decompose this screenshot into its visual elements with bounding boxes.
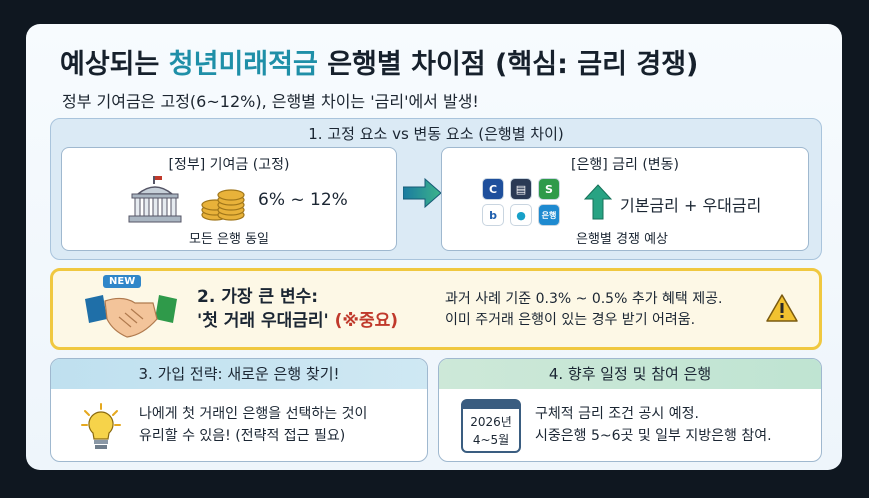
government-contribution-box: [정부] 기여금 (고정) 6% ~ 12% 모든 은행 동일 — [61, 147, 397, 251]
gold-coins-icon — [201, 189, 245, 221]
section4-line2: 시중은행 5~6곳 및 일부 지방은행 참여. — [535, 428, 772, 444]
section3-heading: 3. 가입 전략: 새로운 은행 찾기! — [51, 359, 427, 389]
section3-line2: 유리할 수 있음! (전략적 접근 필요) — [139, 428, 346, 444]
lightbulb-icon — [81, 403, 121, 449]
calendar-month: 4~5월 — [472, 433, 510, 447]
bank-box-footer: 은행별 경쟁 예상 — [576, 232, 668, 247]
title-accent: 청년미래적금 — [168, 49, 318, 80]
bank-logo-icon: b — [482, 204, 504, 226]
calendar-year: 2026년 — [470, 415, 512, 429]
section4-heading: 4. 향후 일정 및 참여 은행 — [439, 359, 821, 389]
section-fixed-vs-variable: 1. 고정 요소 vs 변동 요소 (은행별 차이) [정부] 기여금 (고정)… — [50, 118, 822, 260]
gov-box-footer: 모든 은행 동일 — [188, 232, 270, 247]
rate-composition: 기본금리 + 우대금리 — [620, 196, 762, 215]
bank-logo-icon: 은행 — [538, 204, 560, 226]
section-strategy: 3. 가입 전략: 새로운 은행 찾기! 나에게 첫 거래인 은행을 선택하는 … — [50, 358, 428, 462]
calendar-icon: 2026년 4~5월 — [461, 399, 521, 453]
section2-text-line2: 이미 주거래 은행이 있는 경우 받기 어려움. — [445, 312, 696, 328]
bank-logo-icon: ▤ — [510, 178, 532, 200]
bank-box-title: [은행] 금리 (변동) — [570, 157, 680, 173]
section-schedule: 4. 향후 일정 및 참여 은행 2026년 4~5월 구체적 금리 조건 공시… — [438, 358, 822, 462]
page-subtitle: 정부 기여금은 고정(6~12%), 은행별 차이는 '금리'에서 발생! — [62, 92, 479, 111]
warning-icon — [766, 294, 798, 322]
page-title: 예상되는 청년미래적금 은행별 차이점 (핵심: 금리 경쟁) — [60, 42, 820, 81]
up-arrow-icon — [584, 184, 612, 220]
government-building-icon — [128, 176, 182, 223]
right-arrow-icon — [403, 177, 442, 209]
section2-title: 2. 가장 큰 변수: '첫 거래 우대금리' (※중요) — [197, 285, 398, 333]
infographic-card: 예상되는 청년미래적금 은행별 차이점 (핵심: 금리 경쟁) 정부 기여금은 … — [26, 24, 842, 470]
section1-heading: 1. 고정 요소 vs 변동 요소 (은행별 차이) — [308, 125, 564, 143]
bank-interest-box: [은행] 금리 (변동) C ▤ S b ● 은행 기본금리 + 우대금리 은행… — [441, 147, 809, 251]
new-badge: NEW — [103, 275, 142, 288]
section2-title-line1: 2. 가장 큰 변수: — [197, 287, 319, 307]
gov-box-title: [정부] 기여금 (고정) — [168, 157, 290, 173]
section4-line1: 구체적 금리 조건 공시 예정. — [535, 406, 699, 422]
section3-line1: 나에게 첫 거래인 은행을 선택하는 것이 — [139, 406, 368, 422]
section2-text-line1: 과거 사례 기준 0.3% ~ 0.5% 추가 혜택 제공. — [445, 291, 723, 307]
section-biggest-variable: NEW 2. 가장 큰 변수: '첫 거래 우대금리' (※중요) 과거 사례 … — [50, 268, 822, 350]
bank-logo-icon: C — [482, 178, 504, 200]
importance-note: (※중요) — [334, 311, 399, 331]
bank-logo-icon: S — [538, 178, 560, 200]
title-prefix: 예상되는 — [60, 49, 169, 80]
handshake-icon — [85, 295, 177, 338]
calendar-header — [463, 401, 519, 409]
section2-title-line2: '첫 거래 우대금리' — [197, 311, 329, 331]
section2-text: 과거 사례 기준 0.3% ~ 0.5% 추가 혜택 제공. 이미 주거래 은행… — [445, 289, 722, 331]
contribution-range: 6% ~ 12% — [258, 190, 348, 210]
title-suffix: 은행별 차이점 (핵심: 금리 경쟁) — [317, 49, 699, 80]
section3-text: 나에게 첫 거래인 은행을 선택하는 것이 유리할 수 있음! (전략적 접근 … — [139, 403, 367, 447]
bank-logo-icon: ● — [510, 204, 532, 226]
section4-text: 구체적 금리 조건 공시 예정. 시중은행 5~6곳 및 일부 지방은행 참여. — [535, 403, 772, 447]
